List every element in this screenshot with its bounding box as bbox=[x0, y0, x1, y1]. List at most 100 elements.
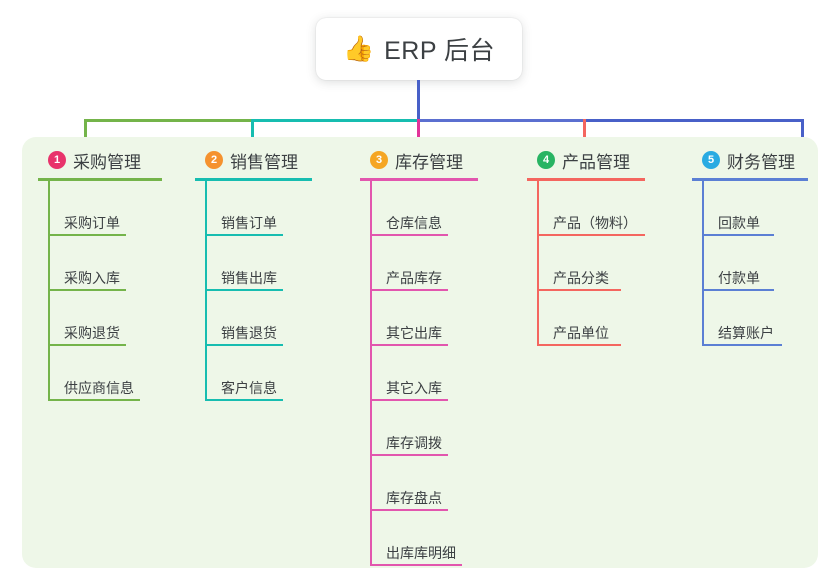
leaf-item[interactable]: 产品分类 bbox=[527, 236, 645, 291]
leaf-list: 采购订单采购入库采购退货供应商信息 bbox=[38, 181, 162, 401]
column-5: 5 财务管理回款单付款单结算账户 bbox=[692, 148, 808, 346]
leaf-item-label: 采购入库 bbox=[64, 270, 120, 286]
diagram-panel bbox=[22, 137, 818, 568]
leaf-item-underline bbox=[370, 344, 448, 346]
root-node-label: ERP 后台 bbox=[384, 37, 496, 65]
column-1: 1 采购管理采购订单采购入库采购退货供应商信息 bbox=[38, 148, 162, 401]
leaf-item-underline bbox=[205, 399, 283, 401]
leaf-item[interactable]: 仓库信息 bbox=[360, 181, 478, 236]
leaf-item[interactable]: 出库库明细 bbox=[360, 511, 478, 566]
leaf-item-underline bbox=[537, 344, 621, 346]
leaf-item[interactable]: 产品（物料） bbox=[527, 181, 645, 236]
connector-segment-3 bbox=[418, 119, 584, 122]
leaf-item-underline bbox=[537, 234, 645, 236]
leaf-item[interactable]: 库存调拨 bbox=[360, 401, 478, 456]
connector-drop-4 bbox=[583, 119, 586, 148]
leaf-item-label: 库存盘点 bbox=[386, 490, 442, 506]
leaf-item[interactable]: 销售订单 bbox=[195, 181, 312, 236]
leaf-item-underline bbox=[205, 234, 283, 236]
leaf-item-underline bbox=[48, 289, 126, 291]
column-header-underline bbox=[692, 178, 808, 181]
column-header-underline bbox=[527, 178, 645, 181]
connector-drop-5 bbox=[801, 119, 804, 148]
leaf-item-label: 客户信息 bbox=[221, 380, 277, 396]
leaf-item[interactable]: 其它入库 bbox=[360, 346, 478, 401]
leaf-spine bbox=[537, 181, 539, 346]
leaf-item-label: 供应商信息 bbox=[64, 380, 134, 396]
leaf-item-label: 销售退货 bbox=[221, 325, 277, 341]
column-title: 采购管理 bbox=[73, 152, 141, 172]
leaf-item-underline bbox=[370, 289, 448, 291]
leaf-item[interactable]: 采购订单 bbox=[38, 181, 162, 236]
leaf-item-label: 产品单位 bbox=[553, 325, 609, 341]
column-badge-3: 3 bbox=[370, 151, 388, 169]
leaf-item[interactable]: 采购入库 bbox=[38, 236, 162, 291]
connector-segment-1 bbox=[85, 119, 252, 122]
leaf-item[interactable]: 库存盘点 bbox=[360, 456, 478, 511]
leaf-item-underline bbox=[370, 564, 462, 566]
leaf-spine bbox=[702, 181, 704, 346]
leaf-item-label: 结算账户 bbox=[718, 325, 774, 341]
leaf-item-underline bbox=[48, 344, 126, 346]
leaf-item-label: 产品库存 bbox=[386, 270, 442, 286]
column-badge-1: 1 bbox=[48, 151, 66, 169]
leaf-item[interactable]: 产品单位 bbox=[527, 291, 645, 346]
root-node[interactable]: 👍 ERP 后台 bbox=[316, 18, 522, 80]
leaf-item-underline bbox=[205, 289, 283, 291]
leaf-item-underline bbox=[702, 344, 782, 346]
connector-drop-2 bbox=[251, 119, 254, 148]
leaf-item-label: 付款单 bbox=[718, 270, 760, 286]
column-header-3[interactable]: 3 库存管理 bbox=[360, 148, 478, 172]
column-header-1[interactable]: 1 采购管理 bbox=[38, 148, 162, 172]
leaf-list: 回款单付款单结算账户 bbox=[692, 181, 808, 346]
leaf-item-underline bbox=[537, 289, 621, 291]
leaf-spine bbox=[205, 181, 207, 401]
leaf-item-label: 库存调拨 bbox=[386, 435, 442, 451]
leaf-item-label: 仓库信息 bbox=[386, 215, 442, 231]
leaf-item-label: 采购退货 bbox=[64, 325, 120, 341]
column-title: 库存管理 bbox=[395, 152, 463, 172]
column-badge-2: 2 bbox=[205, 151, 223, 169]
leaf-item[interactable]: 产品库存 bbox=[360, 236, 478, 291]
thumbs-up-icon: 👍 bbox=[342, 34, 375, 63]
leaf-item[interactable]: 销售出库 bbox=[195, 236, 312, 291]
leaf-item-label: 出库库明细 bbox=[386, 545, 456, 561]
leaf-item-label: 回款单 bbox=[718, 215, 760, 231]
leaf-item-underline bbox=[370, 509, 448, 511]
leaf-item-underline bbox=[702, 289, 774, 291]
leaf-item-label: 销售订单 bbox=[221, 215, 277, 231]
leaf-item-underline bbox=[370, 399, 448, 401]
column-badge-5: 5 bbox=[702, 151, 720, 169]
leaf-item-underline bbox=[205, 344, 283, 346]
leaf-item-underline bbox=[48, 234, 126, 236]
leaf-item[interactable]: 付款单 bbox=[692, 236, 808, 291]
leaf-spine bbox=[370, 181, 372, 566]
leaf-list: 产品（物料）产品分类产品单位 bbox=[527, 181, 645, 346]
leaf-item[interactable]: 客户信息 bbox=[195, 346, 312, 401]
column-title: 财务管理 bbox=[727, 152, 795, 172]
leaf-item[interactable]: 供应商信息 bbox=[38, 346, 162, 401]
leaf-item-label: 销售出库 bbox=[221, 270, 277, 286]
leaf-item[interactable]: 其它出库 bbox=[360, 291, 478, 346]
connector-drop-3 bbox=[417, 119, 420, 148]
leaf-item-label: 其它入库 bbox=[386, 380, 442, 396]
root-trunk-line bbox=[417, 80, 420, 122]
leaf-item-label: 采购订单 bbox=[64, 215, 120, 231]
leaf-item-label: 其它出库 bbox=[386, 325, 442, 341]
leaf-item[interactable]: 回款单 bbox=[692, 181, 808, 236]
column-header-5[interactable]: 5 财务管理 bbox=[692, 148, 808, 172]
column-header-underline bbox=[38, 178, 162, 181]
leaf-item[interactable]: 结算账户 bbox=[692, 291, 808, 346]
leaf-item[interactable]: 采购退货 bbox=[38, 291, 162, 346]
leaf-list: 销售订单销售出库销售退货客户信息 bbox=[195, 181, 312, 401]
connector-segment-2 bbox=[252, 119, 418, 122]
leaf-item[interactable]: 销售退货 bbox=[195, 291, 312, 346]
connector-drop-1 bbox=[84, 119, 87, 148]
column-header-underline bbox=[360, 178, 478, 181]
column-title: 产品管理 bbox=[562, 152, 630, 172]
leaf-item-underline bbox=[48, 399, 140, 401]
